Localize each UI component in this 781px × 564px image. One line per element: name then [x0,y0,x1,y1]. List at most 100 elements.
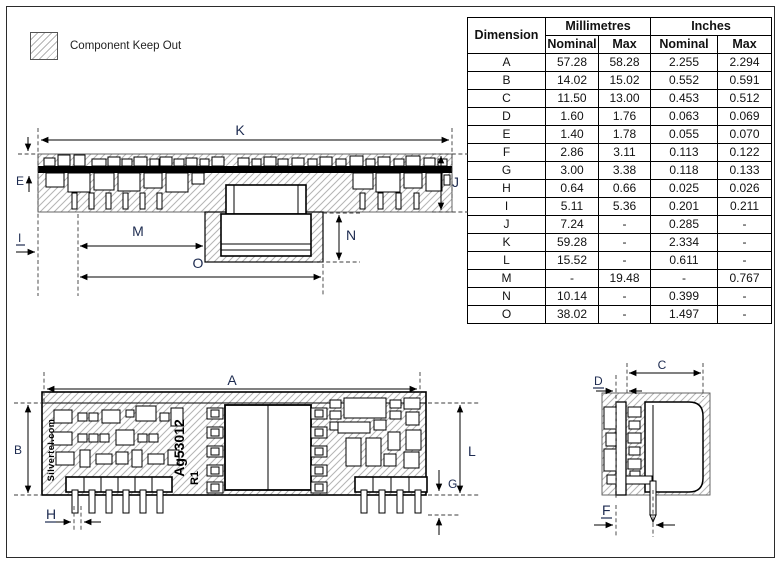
mm-max-cell: - [598,287,651,306]
dim-label-e: E [16,174,24,188]
mm-max-cell: - [598,233,651,252]
keepout-legend: Component Keep Out [30,32,181,60]
page-border [6,6,775,558]
transformer-top [224,404,312,491]
transformer-end [644,401,704,493]
mm-max-cell: - [598,305,651,324]
table-row: M-19.48-0.767 [467,269,773,288]
in-nominal-cell: 0.025 [650,179,718,198]
header-dimension: Dimension [467,17,546,54]
in-nominal-cell: 0.055 [650,125,718,144]
silkscreen-brand: Silvertel.com [46,419,56,482]
in-max-cell: 0.133 [716,161,773,180]
mm-nominal-cell: 3.00 [545,161,599,180]
mm-max-cell: 13.00 [598,89,651,108]
end-view-drawing: C D F [593,358,711,537]
dim-label-a: A [227,372,237,388]
in-max-cell: 0.211 [716,197,773,216]
mm-max-cell: 3.11 [598,143,651,162]
dimension-table: Dimension Millimetres Inches Nominal Max… [467,17,773,324]
mm-max-cell: 1.78 [598,125,651,144]
mm-nominal-cell: 1.60 [545,107,599,126]
mm-nominal-cell: 57.28 [545,53,599,72]
in-nominal-cell: 0.399 [650,287,718,306]
header-in-max: Max [716,35,773,54]
dim-label-j: J [452,174,459,190]
dim-cell: A [467,53,546,72]
end-components-left [603,406,617,485]
mm-nominal-cell: 2.86 [545,143,599,162]
dim-cell: G [467,161,546,180]
pcb-side [38,166,452,173]
dim-cell: J [467,215,546,234]
mm-max-cell: 19.48 [598,269,651,288]
header-in-nominal: Nominal [650,35,718,54]
header-mm-max: Max [598,35,651,54]
pcb-end-view [615,401,627,496]
mm-nominal-cell: 0.64 [545,179,599,198]
dim-label-o: O [193,255,204,271]
mm-max-cell: 58.28 [598,53,651,72]
dim-label-n: N [346,227,356,243]
components-left-cluster [51,405,184,468]
dim-label-m: M [132,223,144,239]
keepout-hatch-swatch [30,32,58,60]
dim-cell: I [467,197,546,216]
silkscreen-part-number: Ag53012 [171,419,187,477]
mm-nominal-cell: 38.02 [545,305,599,324]
silkscreen-revision: R1 [189,471,201,485]
mm-max-cell: 1.76 [598,107,651,126]
in-max-cell: 0.069 [716,107,773,126]
in-nominal-cell: 0.611 [650,251,718,270]
mm-nominal-cell: 59.28 [545,233,599,252]
pin-headers [65,476,428,514]
dim-cell: K [467,233,546,252]
in-max-cell: - [716,233,773,252]
dim-label-l: L [468,443,476,459]
in-max-cell: 2.294 [716,53,773,72]
dim-cell: M [467,269,546,288]
mm-nominal-cell: - [545,269,599,288]
in-max-cell: - [716,215,773,234]
mm-nominal-cell: 7.24 [545,215,599,234]
dim-label-h: H [46,506,56,522]
bent-pin [625,475,657,524]
mm-nominal-cell: 11.50 [545,89,599,108]
keepout-legend-label: Component Keep Out [70,40,182,52]
mm-max-cell: - [598,215,651,234]
components-below-board [45,172,451,210]
in-nominal-cell: 0.063 [650,107,718,126]
in-nominal-cell: 0.285 [650,215,718,234]
mm-nominal-cell: 10.14 [545,287,599,306]
smd-pads [206,407,328,494]
header-inches: Inches [649,17,773,36]
in-nominal-cell: 1.497 [650,305,718,324]
in-nominal-cell: 2.334 [650,233,718,252]
in-nominal-cell: 0.453 [650,89,718,108]
components-right-cluster [329,397,422,469]
in-max-cell: 0.591 [716,71,773,90]
side-view-drawing: K E I M O N J [16,122,468,296]
in-max-cell: 0.122 [716,143,773,162]
in-max-cell: - [716,305,773,324]
header-millimetres: Millimetres [545,17,651,36]
dim-label-b: B [14,443,22,457]
mm-max-cell: 0.66 [598,179,651,198]
components-above-board [43,154,448,167]
in-nominal-cell: - [650,269,718,288]
dim-cell: L [467,251,546,270]
dim-cell: E [467,125,546,144]
in-nominal-cell: 0.118 [650,161,718,180]
dim-label-c: C [658,358,667,372]
dim-cell: O [467,305,546,324]
top-view-drawing: Silvertel.com Ag53012 R1 A B L G H [14,372,480,535]
